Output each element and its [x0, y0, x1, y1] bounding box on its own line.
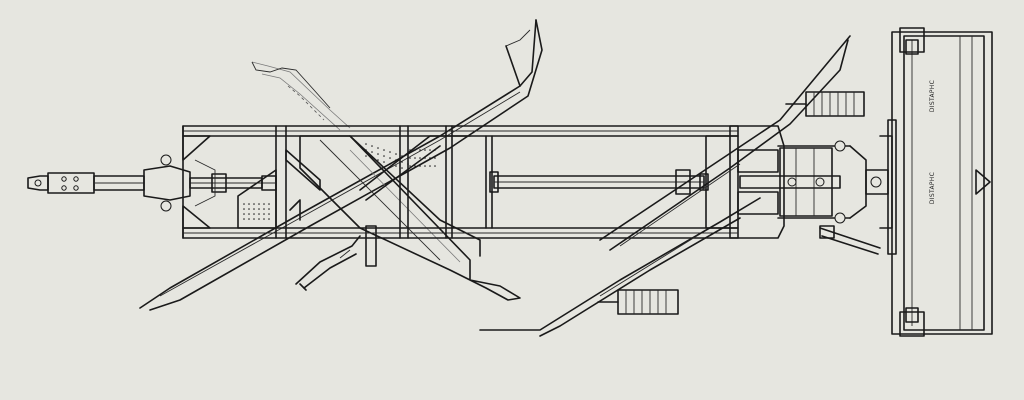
perforation-dot — [389, 151, 391, 153]
perforation-dot — [248, 213, 250, 215]
perforation-dot — [365, 149, 367, 151]
rear-carrier — [705, 125, 893, 239]
perforation-dot — [419, 157, 421, 159]
perforation-dot — [263, 208, 265, 210]
perforation-dot — [371, 151, 373, 153]
wing-cylinder-lower — [597, 289, 679, 315]
cross-plates — [299, 135, 521, 301]
plate-perforations — [243, 143, 436, 220]
perforation-dot — [253, 218, 255, 220]
perforation-dot — [268, 218, 270, 220]
perforation-dot — [409, 149, 411, 151]
perforation-dot — [395, 159, 397, 161]
perforation-dot — [424, 157, 426, 159]
right-diagonal-wing — [479, 35, 851, 337]
perforation-dot — [419, 165, 421, 167]
perforation-dot — [268, 213, 270, 215]
perforation-dot — [424, 165, 426, 167]
perforation-dot — [248, 203, 250, 205]
perforation-dot — [407, 163, 409, 165]
perforation-dot — [429, 165, 431, 167]
angle-cylinder — [819, 225, 881, 255]
perforation-dot — [263, 203, 265, 205]
perforation-dot — [424, 149, 426, 151]
perforation-dot — [258, 218, 260, 220]
perforation-dot — [365, 155, 367, 157]
perforation-dot — [248, 208, 250, 210]
perforation-dot — [434, 149, 436, 151]
perforation-dot — [389, 163, 391, 165]
perforation-dot — [365, 143, 367, 145]
perforation-dot — [258, 208, 260, 210]
drawbar-hitch — [27, 154, 277, 212]
main-frame — [182, 125, 739, 239]
perforation-dot — [409, 157, 411, 159]
perforation-dot — [434, 157, 436, 159]
main-cylinder — [489, 169, 709, 195]
left-wing-lower — [295, 235, 361, 291]
wing-cylinder-upper — [785, 91, 865, 117]
perforation-dot — [414, 165, 416, 167]
perforation-dot — [377, 153, 379, 155]
blade-label-upper: DISTAPHC — [929, 80, 936, 112]
perforation-dot — [258, 203, 260, 205]
perforation-dot — [243, 218, 245, 220]
perforation-dot — [268, 208, 270, 210]
perforation-dot — [414, 157, 416, 159]
perforation-dot — [243, 203, 245, 205]
left-wing-upper — [251, 61, 351, 131]
perforation-dot — [389, 157, 391, 159]
rear-blade — [887, 27, 993, 337]
perforation-dot — [434, 165, 436, 167]
perforation-dot — [419, 149, 421, 151]
perforation-dot — [409, 165, 411, 167]
perforation-dot — [243, 208, 245, 210]
perforation-dot — [253, 213, 255, 215]
perforation-dot — [268, 203, 270, 205]
blade-label-lower: DISTAPHC — [929, 172, 936, 204]
perforation-dot — [395, 153, 397, 155]
perforation-dot — [263, 213, 265, 215]
perforation-dot — [253, 208, 255, 210]
perforation-dot — [383, 161, 385, 163]
perforation-dot — [263, 218, 265, 220]
perforation-dot — [407, 157, 409, 159]
perforation-dot — [248, 218, 250, 220]
perforation-dot — [429, 157, 431, 159]
perforation-dot — [377, 147, 379, 149]
perforation-dot — [258, 213, 260, 215]
perforation-dot — [243, 213, 245, 215]
perforation-dot — [401, 167, 403, 169]
perforation-dot — [401, 161, 403, 163]
perforation-dot — [383, 155, 385, 157]
perforation-dot — [383, 149, 385, 151]
perforation-dot — [377, 159, 379, 161]
perforation-dot — [414, 149, 416, 151]
perforation-dot — [429, 149, 431, 151]
perforation-dot — [407, 169, 409, 171]
perforation-dot — [371, 145, 373, 147]
perforation-dot — [371, 157, 373, 159]
diagonal-beam-left — [139, 19, 543, 311]
perforation-dot — [395, 165, 397, 167]
perforation-dot — [401, 155, 403, 157]
perforation-dot — [253, 203, 255, 205]
